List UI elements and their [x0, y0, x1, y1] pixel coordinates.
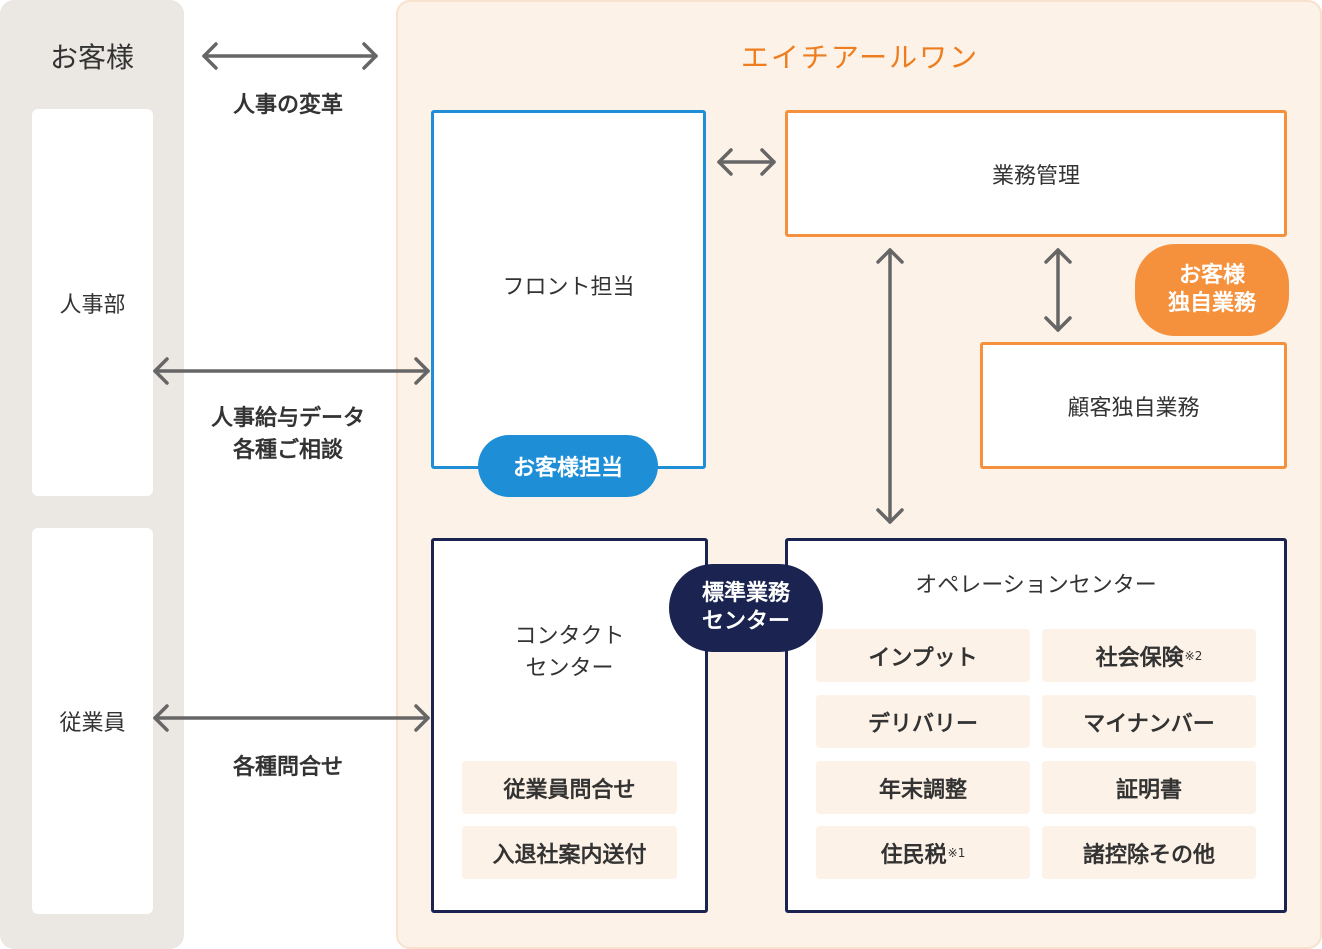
op-item-social-insurance: 社会保険※2 — [1042, 629, 1256, 682]
op-item-year-end-adjustment: 年末調整 — [816, 761, 1030, 814]
contact-item-onboarding-docs: 入退社案内送付 — [462, 826, 677, 879]
op-item-note: ※2 — [1184, 648, 1203, 663]
contact-title-line2: センター — [525, 656, 614, 681]
op-item-label: 社会保険 — [1095, 645, 1184, 671]
op-item-label: 住民税 — [880, 842, 947, 868]
arrow-customer-company — [202, 42, 378, 70]
company-name: エイチアールワン — [740, 41, 980, 74]
op-item-label: デリバリー — [867, 711, 978, 737]
biz-mgmt-box: 業務管理 — [785, 110, 1287, 237]
inquiries-label: 各種問合せ — [232, 755, 343, 780]
custom-biz-box: 顧客独自業務 — [980, 342, 1287, 469]
contact-item-employee-inquiry: 従業員問合せ — [462, 761, 677, 814]
op-item-resident-tax: 住民税※1 — [816, 826, 1030, 879]
hr-dept-label: 人事部 — [59, 293, 126, 318]
arrow-front-bizmgmt — [717, 148, 776, 176]
front-box: フロント担当 — [431, 110, 706, 469]
arrow-employees-contact — [153, 704, 430, 732]
op-item-label: インプット — [868, 645, 978, 671]
customer-title: お客様 — [49, 41, 134, 74]
front-label: フロント担当 — [502, 274, 635, 300]
contact-title-line1: コンタクト — [514, 624, 625, 649]
op-item-note: ※1 — [947, 845, 966, 860]
std-badge-line2: センター — [701, 609, 790, 634]
op-item-label: マイナンバー — [1083, 711, 1215, 737]
arrow-hr-front — [153, 357, 430, 385]
hr-dept-card — [32, 109, 153, 496]
contact-center-title: コンタクト センター — [431, 618, 708, 688]
op-item-input: インプット — [816, 629, 1030, 682]
arrow-bizmgmt-custom — [1044, 248, 1072, 332]
std-center-badge: 標準業務 センター — [669, 564, 823, 652]
op-item-my-number: マイナンバー — [1042, 695, 1256, 748]
op-item-delivery: デリバリー — [816, 695, 1030, 748]
employees-label: 従業員 — [59, 711, 126, 736]
custom-badge-line2: 独自業務 — [1167, 291, 1256, 316]
custom-biz-badge: お客様 独自業務 — [1135, 244, 1289, 336]
std-badge-line1: 標準業務 — [701, 581, 790, 606]
custom-badge-line1: お客様 — [1178, 263, 1245, 288]
op-item-certificate: 証明書 — [1042, 761, 1256, 814]
op-item-deductions-other: 諸控除その他 — [1042, 826, 1256, 879]
op-item-label: 諸控除その他 — [1082, 842, 1215, 868]
op-item-label: 証明書 — [1115, 777, 1182, 803]
front-badge: お客様担当 — [478, 435, 658, 497]
arrow-bizmgmt-operation — [876, 248, 904, 524]
hr-payroll-label-1: 人事給与データ — [210, 406, 365, 431]
hr-payroll-label-2: 各種ご相談 — [232, 438, 343, 463]
hr-transform-label: 人事の変革 — [232, 93, 343, 118]
employees-card — [32, 528, 153, 914]
operation-center-title: オペレーションセンター — [915, 573, 1157, 598]
op-item-label: 年末調整 — [878, 777, 967, 803]
